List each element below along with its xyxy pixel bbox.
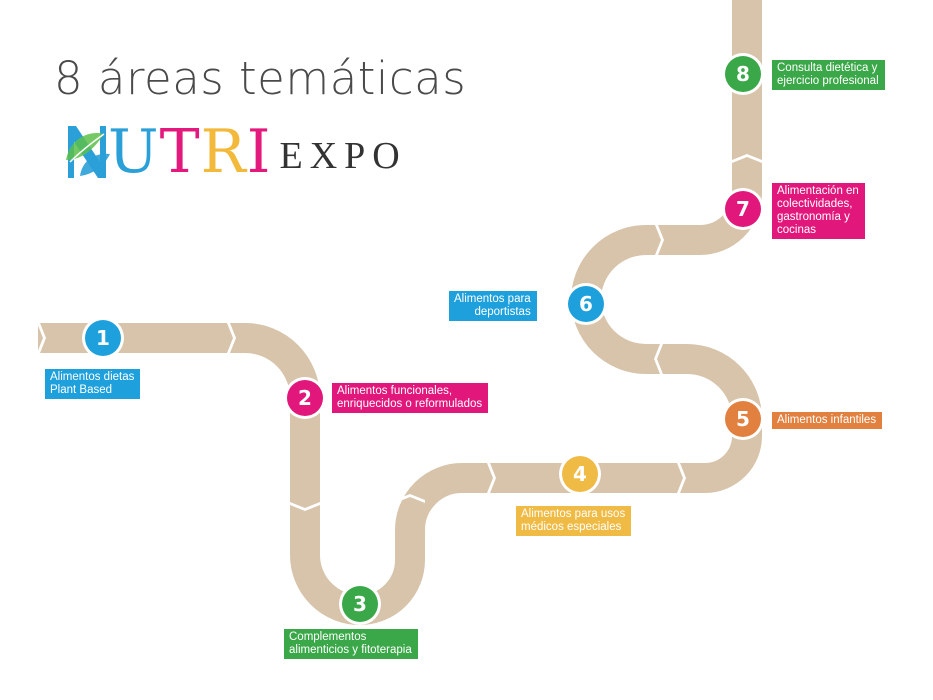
area-7-line-4: cocinas [777, 224, 816, 236]
area-2-line-2: enriquecidos o reformulados [337, 398, 483, 410]
area-7-line-1: Alimentación en [777, 185, 859, 197]
road-chevron [732, 154, 762, 163]
area-label-1: Alimentos dietas Plant Based [45, 369, 141, 399]
area-7-line-2: colectividades, [777, 198, 853, 210]
area-1-line-2: Plant Based [50, 384, 113, 396]
road-chevron [37, 323, 46, 353]
area-8-line-1: Consulta dietética y [777, 62, 878, 74]
area-badge-4: 4 [559, 453, 601, 495]
area-badge-3: 3 [339, 583, 381, 625]
logo-letter-r: R [200, 117, 247, 187]
badge-circle [725, 401, 761, 437]
badge-number: 3 [353, 592, 367, 616]
area-5-line-1: Alimentos infantiles [777, 414, 877, 426]
area-badge-7: 7 [722, 188, 764, 230]
road-chevron [487, 463, 496, 493]
area-7-line-3: gastronomía y [777, 211, 850, 223]
area-3-line-1: Complementos [289, 631, 367, 643]
area-badge-6: 6 [565, 283, 607, 325]
area-6-line-2: deportistas [474, 306, 531, 318]
area-label-2: Alimentos funcionales, enriquecidos o re… [332, 383, 489, 413]
logo-expo-text: EXPO [279, 135, 407, 177]
area-label-3: Complementos alimenticios y fitoterapia [284, 629, 418, 659]
area-label-4: Alimentos para usos médicos especiales [516, 506, 632, 536]
road-chevron [395, 494, 425, 503]
badge-circle [725, 56, 761, 92]
badge-number: 2 [298, 386, 312, 410]
road-chevron [655, 225, 664, 255]
area-8-line-2: ejercicio profesional [777, 75, 879, 87]
badge-circle [287, 380, 323, 416]
area-badge-8: 8 [722, 53, 764, 95]
area-label-6: Alimentos para deportistas [449, 291, 537, 321]
area-1-line-1: Alimentos dietas [50, 371, 135, 383]
badge-number: 4 [573, 462, 587, 486]
nutriexpo-logo: UTRI EXPO [60, 112, 407, 182]
road-chevron [227, 323, 236, 353]
badge-circle [568, 286, 604, 322]
badge-circle [342, 586, 378, 622]
logo-letter-t: T [159, 117, 201, 187]
badge-number: 7 [736, 197, 750, 221]
page-title: 8 áreas temáticas [54, 52, 467, 105]
area-badge-1: 1 [82, 317, 124, 359]
badge-number: 8 [736, 62, 750, 86]
road-chevron [677, 463, 686, 493]
badge-circle [85, 320, 121, 356]
area-label-5: Alimentos infantiles [772, 412, 883, 429]
area-6-line-1: Alimentos para [454, 293, 531, 305]
leaf-n-icon [66, 126, 110, 178]
area-4-line-2: médicos especiales [521, 521, 622, 533]
badge-circle [562, 456, 598, 492]
badge-number: 6 [579, 292, 593, 316]
area-badge-5: 5 [722, 398, 764, 440]
logo-letter-u: U [108, 117, 160, 187]
badge-number: 5 [736, 407, 750, 431]
area-label-7: Alimentación en colectividades, gastrono… [772, 183, 865, 239]
logo-letter-i: I [246, 117, 272, 187]
area-3-line-2: alimenticios y fitoterapia [289, 644, 412, 656]
badge-number: 1 [96, 326, 110, 350]
badge-circle [725, 191, 761, 227]
logo-letters: UTRI [108, 122, 272, 182]
road-chevron [654, 344, 663, 374]
area-label-8: Consulta dietética y ejercicio profesion… [772, 60, 885, 90]
area-badge-2: 2 [284, 377, 326, 419]
area-4-line-1: Alimentos para usos [521, 508, 626, 520]
area-2-line-1: Alimentos funcionales, [337, 385, 453, 397]
road-chevron [290, 502, 320, 511]
